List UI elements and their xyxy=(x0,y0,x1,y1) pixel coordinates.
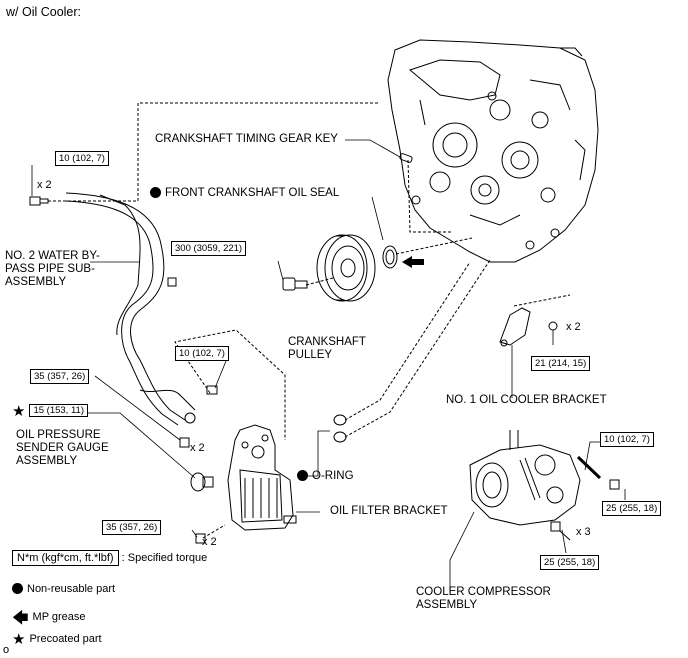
torque-pipe-bolt-top: 10 (102, 7) xyxy=(55,151,109,166)
legend-non-reusable: Non-reusable part xyxy=(12,583,115,595)
pipe-bolt xyxy=(29,196,41,206)
torque-compressor-stud: 10 (102, 7) xyxy=(600,432,654,447)
oil-cooler-bracket-drawing xyxy=(499,307,558,347)
filled-circle-icon xyxy=(12,583,23,594)
qty-oil-cooler-bracket-bolt: x 2 xyxy=(566,321,581,333)
torque-oil-cooler-bracket-bolt: 21 (214, 15) xyxy=(531,356,591,371)
label-timing-gear-key: CRANKSHAFT TIMING GEAR KEY xyxy=(155,133,338,145)
torque-sender-gauge: 15 (153, 11) xyxy=(29,404,88,417)
torque-compressor-bolt: 25 (255, 18) xyxy=(540,555,600,570)
torque-pulley-bolt: 300 (3059, 221) xyxy=(171,241,247,256)
non-reusable-icon xyxy=(150,187,161,198)
torque-sender-gauge-row: ★15 (153, 11) xyxy=(12,403,88,420)
legend-mp-grease: 🡄MP grease xyxy=(12,607,86,634)
label-oil-filter-bracket: OIL FILTER BRACKET xyxy=(330,505,448,517)
o-ring-lower xyxy=(333,431,347,443)
non-reusable-icon xyxy=(297,470,308,481)
precoated-star-icon: ★ xyxy=(12,403,26,420)
section-heading: w/ Oil Cooler: xyxy=(6,5,82,19)
torque-pipe-nut-left: 35 (357, 26) xyxy=(30,369,90,384)
qty-pipe-nut-left: x 2 xyxy=(190,442,205,454)
label-crankshaft-pulley: CRANKSHAFT PULLEY xyxy=(288,336,366,361)
o-ring-upper xyxy=(333,414,347,426)
label-oil-cooler-bracket: NO. 1 OIL COOLER BRACKET xyxy=(446,394,607,406)
legend-precoated: ★Precoated part xyxy=(12,631,102,648)
left-arrow-icon: 🡄 xyxy=(12,610,29,627)
oil-filter-bracket-drawing xyxy=(227,424,297,531)
qty-bracket-bolt-bottom: x 2 xyxy=(202,536,217,548)
label-oil-pressure-sender: OIL PRESSURE SENDER GAUGE ASSEMBLY xyxy=(16,429,109,467)
qty-compressor-bolt: x 3 xyxy=(576,526,591,538)
engine-block-drawing xyxy=(387,39,599,263)
water-bypass-pipe-drawing xyxy=(65,192,196,426)
mp-grease-arrow xyxy=(402,256,424,268)
label-water-bypass-pipe: NO. 2 WATER BY-PASS PIPE SUB-ASSEMBLY xyxy=(5,250,100,288)
label-front-oil-seal: FRONT CRANKSHAFT OIL SEAL xyxy=(150,187,339,200)
torque-compressor-nut: 25 (255, 18) xyxy=(602,501,662,516)
label-cooler-compressor: COOLER COMPRESSOR ASSEMBLY xyxy=(416,586,551,611)
cooler-compressor-drawing xyxy=(469,430,581,526)
qty-pipe-bolt-top: x 2 xyxy=(37,179,52,191)
torque-filter-bracket-bolt: 10 (102, 7) xyxy=(175,346,229,361)
footer-mark: o xyxy=(3,644,10,656)
legend-torque-unit: N*m (kgf*cm, ft.*lbf) xyxy=(12,550,119,566)
torque-bracket-bolt-bottom: 35 (357, 26) xyxy=(102,520,162,535)
pulley-bolt-drawing xyxy=(282,277,308,291)
legend-torque: N*m (kgf*cm, ft.*lbf) : Specified torque xyxy=(12,550,208,566)
legend-torque-desc: : Specified torque xyxy=(121,552,208,564)
star-icon: ★ xyxy=(12,631,26,648)
label-o-ring: O-RING xyxy=(297,470,354,483)
crankshaft-pulley-drawing xyxy=(316,234,376,302)
timing-gear-key xyxy=(399,153,413,163)
oil-seal xyxy=(382,245,398,269)
oil-pressure-sender-drawing xyxy=(190,472,214,492)
